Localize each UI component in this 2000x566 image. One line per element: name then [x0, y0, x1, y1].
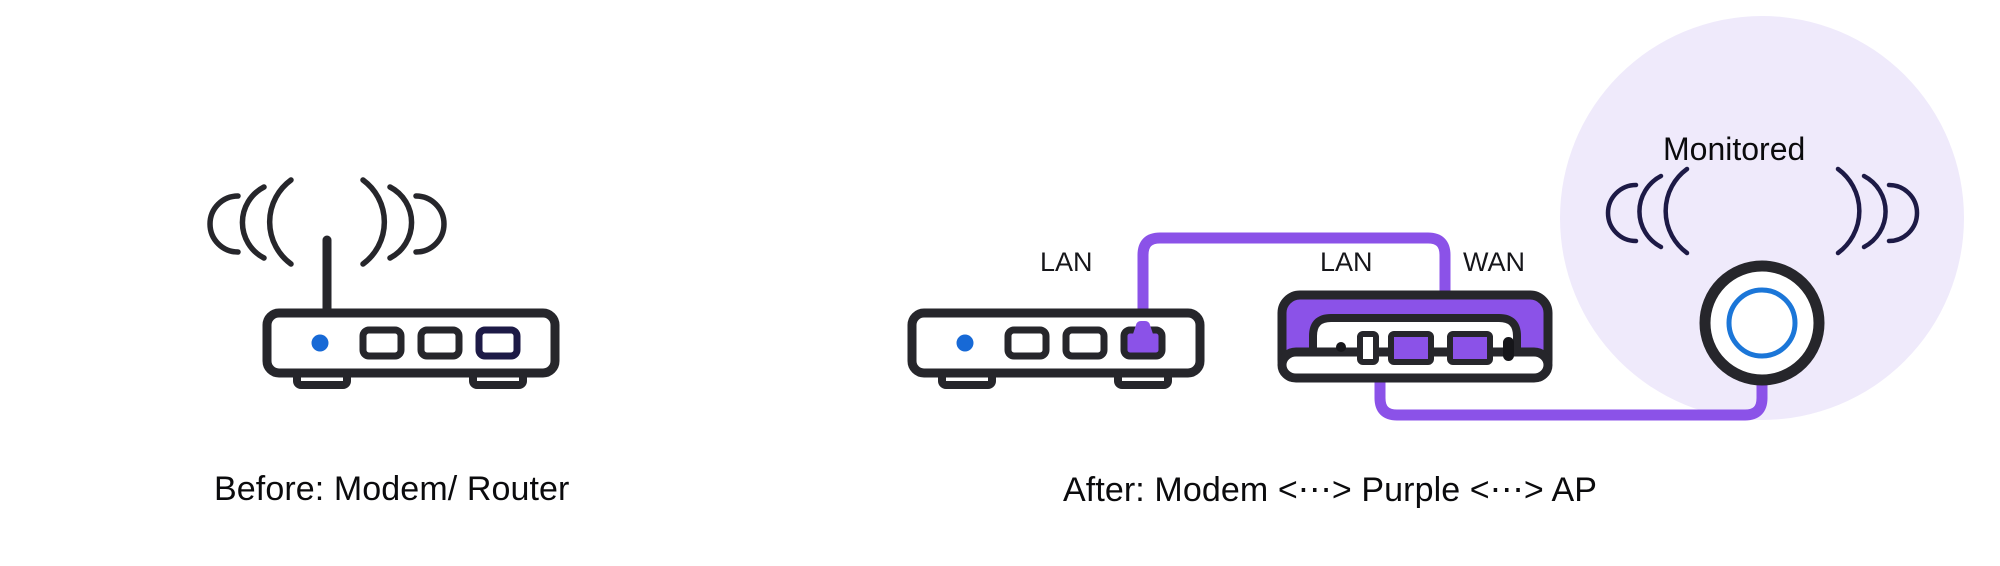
after-modem-port-1: [1004, 326, 1050, 360]
status-dot: [1336, 342, 1346, 352]
purple-device-wan-label: WAN: [1463, 247, 1525, 277]
side-indicator: [1503, 337, 1514, 361]
monitored-label: Monitored: [1663, 131, 1806, 167]
modem-port-3-highlighted: [475, 326, 521, 360]
wifi-waves-ap: [1605, 166, 1920, 256]
access-point-inner-ring: [1726, 287, 1798, 359]
purple-device-lan-label: LAN: [1320, 247, 1373, 277]
after-modem-lan-label: LAN: [1040, 247, 1093, 277]
purple-device-lan-port: [1388, 331, 1434, 365]
slot-indicator: [1357, 331, 1379, 365]
after-modem-port-2: [1062, 326, 1108, 360]
after-modem-blue-led: [956, 334, 974, 352]
monitored-halo: [1560, 16, 1964, 420]
cable-plug-head: [1133, 321, 1153, 334]
purple-device-wan-port: [1447, 331, 1493, 365]
before-caption: Before: Modem/ Router: [214, 470, 570, 508]
cable-purple-lan-to-ap: [1374, 346, 1768, 421]
wifi-waves-left: [207, 177, 447, 267]
modem-port-2: [417, 326, 463, 360]
after-caption: After: Modem <⋯> Purple <⋯> AP: [1063, 471, 1598, 509]
cable-modem-lan-to-purple-wan: [1137, 232, 1451, 354]
blue-led: [311, 334, 329, 352]
modem-port-1: [359, 326, 405, 360]
